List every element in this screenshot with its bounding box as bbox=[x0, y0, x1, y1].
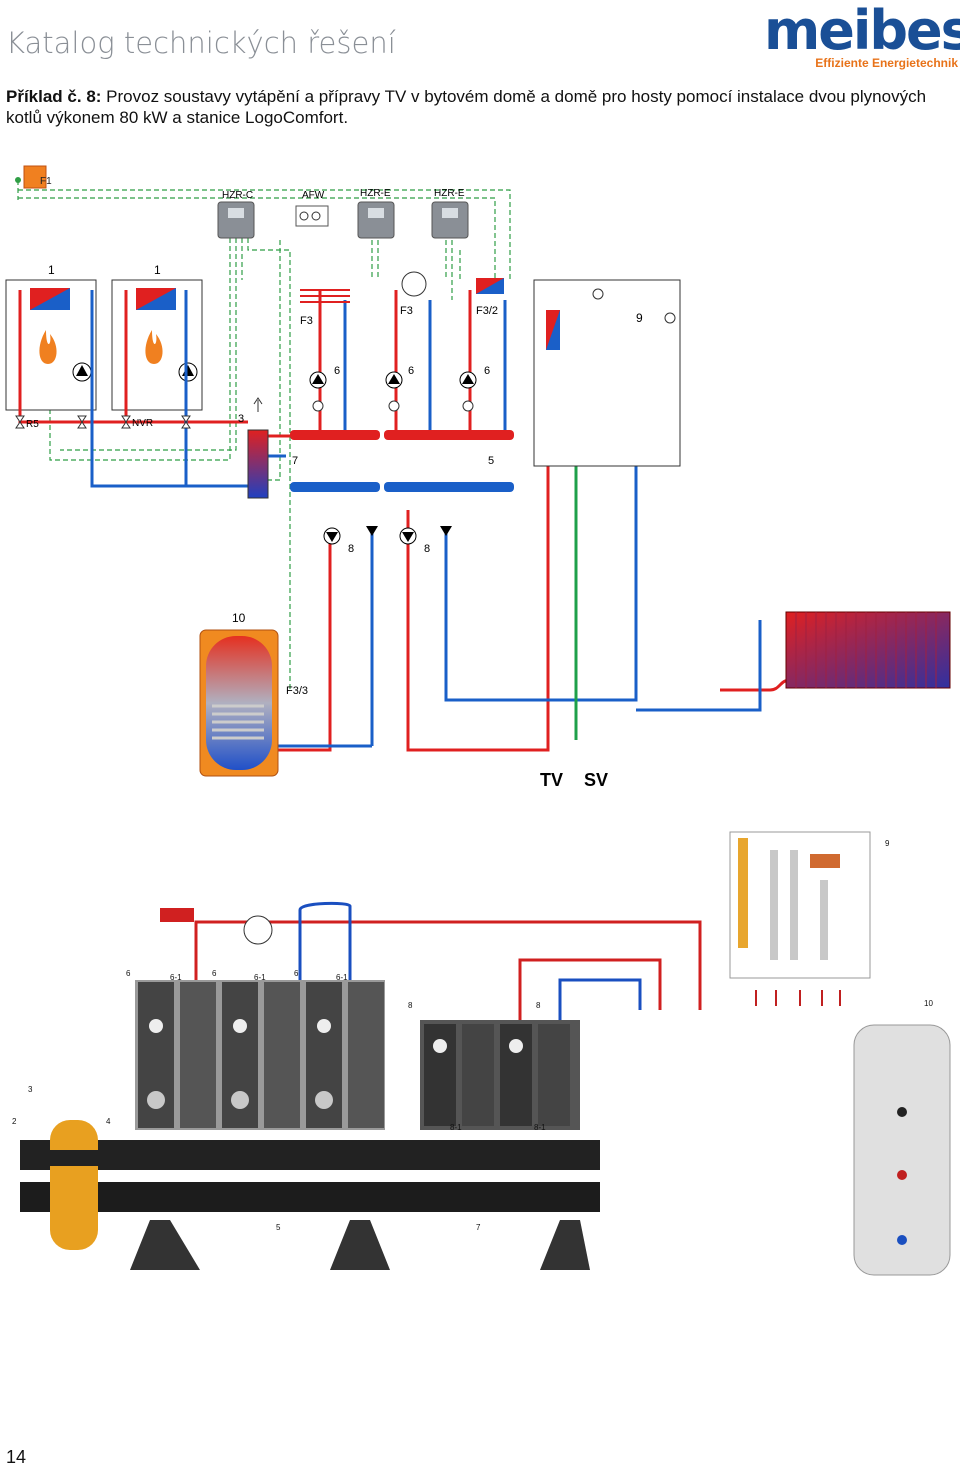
label-hzr-e-1: HZR-E bbox=[360, 188, 391, 199]
controller-hzr-e-1: HZR-E bbox=[357, 188, 395, 239]
label-f3-3: F3/3 bbox=[286, 685, 308, 697]
caption-lead: Příklad č. 8: bbox=[6, 87, 102, 106]
label-f3-b: F3 bbox=[400, 305, 413, 317]
label-tank: 10 bbox=[232, 611, 246, 625]
logo-wordmark: meibes bbox=[764, 0, 960, 62]
loading-circuits: 8 8 bbox=[323, 526, 452, 555]
return-piping bbox=[90, 290, 762, 748]
photo-station bbox=[729, 831, 871, 1006]
callout-6-a: 6 bbox=[126, 969, 131, 978]
label-sv: SV bbox=[584, 770, 608, 790]
callout-9: 9 bbox=[885, 839, 890, 848]
label-circuit-b: 6 bbox=[408, 365, 414, 377]
callout-4: 4 bbox=[106, 1117, 111, 1126]
callout-8-1-b: 8-1 bbox=[534, 1123, 546, 1132]
photo-manifold bbox=[20, 1140, 600, 1270]
heating-circuit-b: 6 F3 bbox=[385, 271, 427, 412]
callout-8-b: 8 bbox=[536, 1001, 541, 1010]
callout-8-a: 8 bbox=[408, 1001, 413, 1010]
hydraulic-schematic: F1 HZR-C AFW HZR-E HZR-E 1 bbox=[5, 165, 951, 790]
brand-logo: meibes Effiziente Energietechnik bbox=[764, 0, 960, 74]
label-tv: TV bbox=[540, 770, 563, 790]
callout-6-1-c: 6-1 bbox=[336, 973, 348, 982]
photo-thermostat bbox=[160, 908, 194, 922]
radiator bbox=[785, 611, 951, 689]
callout-3: 3 bbox=[28, 1085, 33, 1094]
label-boiler-1: 1 bbox=[48, 263, 55, 277]
label-supply-header: 7 bbox=[292, 455, 298, 467]
dhw-storage-tank: 10 F3/3 bbox=[199, 611, 308, 777]
label-f1: F1 bbox=[40, 176, 52, 187]
outdoor-sensor-f1: F1 bbox=[15, 165, 52, 189]
logocomfort-station: 9 bbox=[533, 279, 681, 467]
example-caption: Příklad č. 8: Provoz soustavy vytápění a… bbox=[6, 86, 956, 128]
callout-7: 7 bbox=[476, 1223, 481, 1232]
callout-6-b: 6 bbox=[212, 969, 217, 978]
label-return-header: 5 bbox=[488, 455, 494, 467]
label-separator: 3 bbox=[238, 413, 244, 425]
page-number: 14 bbox=[6, 1447, 27, 1467]
label-circuit-c: 6 bbox=[484, 365, 490, 377]
callout-6-c: 6 bbox=[294, 969, 299, 978]
callout-5: 5 bbox=[276, 1223, 281, 1232]
label-circuit-a: 6 bbox=[334, 365, 340, 377]
photo-heating-modules bbox=[135, 980, 385, 1130]
label-boiler-2: 1 bbox=[154, 263, 161, 277]
page-title: Katalog technických řešení bbox=[6, 26, 396, 60]
label-loading-b: 8 bbox=[424, 543, 430, 555]
photo-separator bbox=[28, 1120, 120, 1250]
label-afw: AFW bbox=[302, 190, 325, 201]
afw-thermostat: AFW bbox=[295, 190, 329, 227]
label-loading-a: 8 bbox=[348, 543, 354, 555]
callout-6-1-a: 6-1 bbox=[170, 973, 182, 982]
label-station: 9 bbox=[636, 311, 643, 325]
callout-2: 2 bbox=[12, 1117, 17, 1126]
label-f3-2: F3/2 bbox=[476, 305, 498, 317]
photo-tank bbox=[853, 1024, 951, 1276]
hydraulic-separator: 3 bbox=[238, 397, 269, 499]
return-manifold: 5 bbox=[290, 455, 514, 492]
label-hzr-e-2: HZR-E bbox=[434, 188, 465, 199]
boiler-valves bbox=[15, 415, 191, 429]
callout-8-1-a: 8-1 bbox=[450, 1123, 462, 1132]
controller-hzr-e-2: HZR-E bbox=[431, 188, 469, 239]
heating-circuit-a: 6 F3 bbox=[300, 289, 350, 412]
photo-sensor bbox=[243, 915, 273, 945]
label-nvr: NVR bbox=[132, 418, 153, 429]
callout-10: 10 bbox=[924, 999, 933, 1008]
callout-6-1-b: 6-1 bbox=[254, 973, 266, 982]
label-f3-a: F3 bbox=[300, 315, 313, 327]
heating-circuit-c: 6 F3/2 bbox=[459, 278, 504, 412]
logo-tagline: Effiziente Energietechnik bbox=[815, 56, 958, 70]
caption-text: Provoz soustavy vytápění a přípravy TV v… bbox=[6, 87, 927, 127]
installation-photo: 9 6 6-1 6 6-1 6 6-1 8 8 10 3 2 4 8-1 8-1… bbox=[12, 831, 951, 1276]
controller-hzr-c: HZR-C bbox=[217, 190, 255, 239]
supply-manifold: 7 bbox=[290, 430, 514, 467]
photo-loading-modules bbox=[420, 1020, 580, 1130]
label-hzr-c: HZR-C bbox=[222, 190, 253, 201]
label-r5: R5 bbox=[26, 419, 39, 430]
